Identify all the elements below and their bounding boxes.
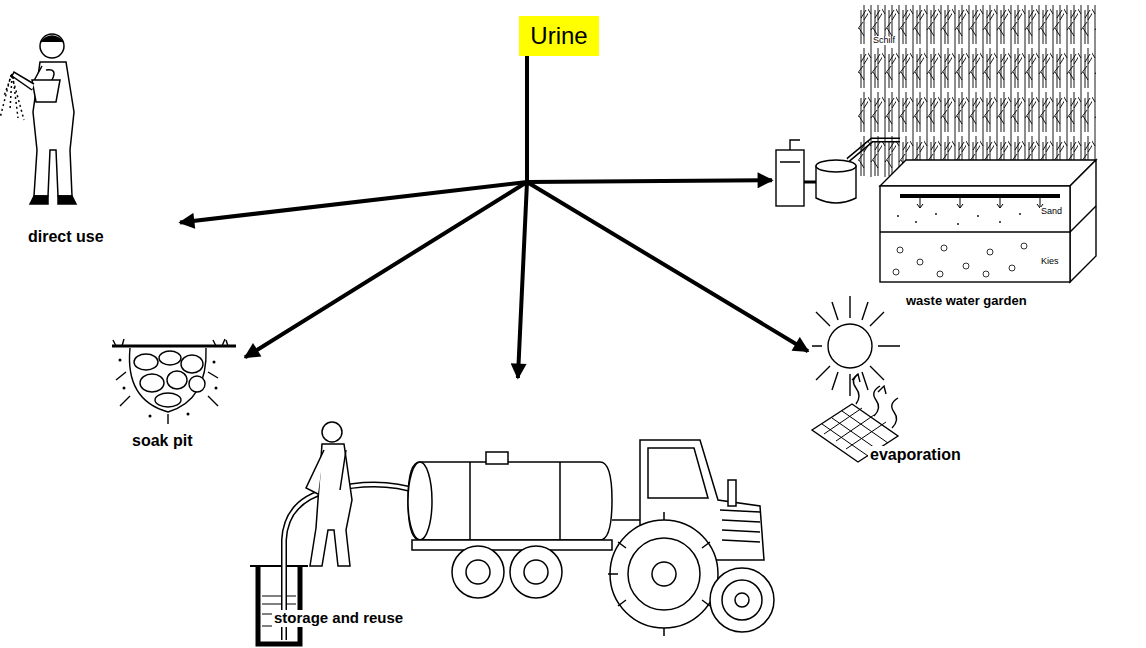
flow-arrow [527,56,808,351]
direct-use-figure [0,34,76,204]
flow-arrow [245,56,527,357]
flow-arrow [180,56,527,223]
use-option: soak pit [104,334,245,456]
use-option: storage and reuse [250,378,770,646]
flow-arrow [527,56,772,182]
part-name: Sand [1040,207,1063,216]
option-caption: waste water garden [904,294,1029,308]
option-caption: evaporation [868,446,963,464]
reed-bed-figure [776,5,1096,282]
use-option: waste water garden [772,2,1142,320]
source-label: Urine [530,24,587,48]
source-box: Urine [519,16,599,56]
part-name: Schilf [872,36,896,45]
use-option: evaporation [808,292,978,477]
part-name: Kies [1040,257,1060,266]
option-caption: direct use [26,228,106,246]
soak-pit-figure [112,339,236,424]
use-option: direct use [4,28,180,256]
option-caption: soak pit [130,432,194,450]
evaporation-figure [812,296,900,462]
option-caption: storage and reuse [272,610,405,627]
storage-reuse-figure [250,422,774,644]
